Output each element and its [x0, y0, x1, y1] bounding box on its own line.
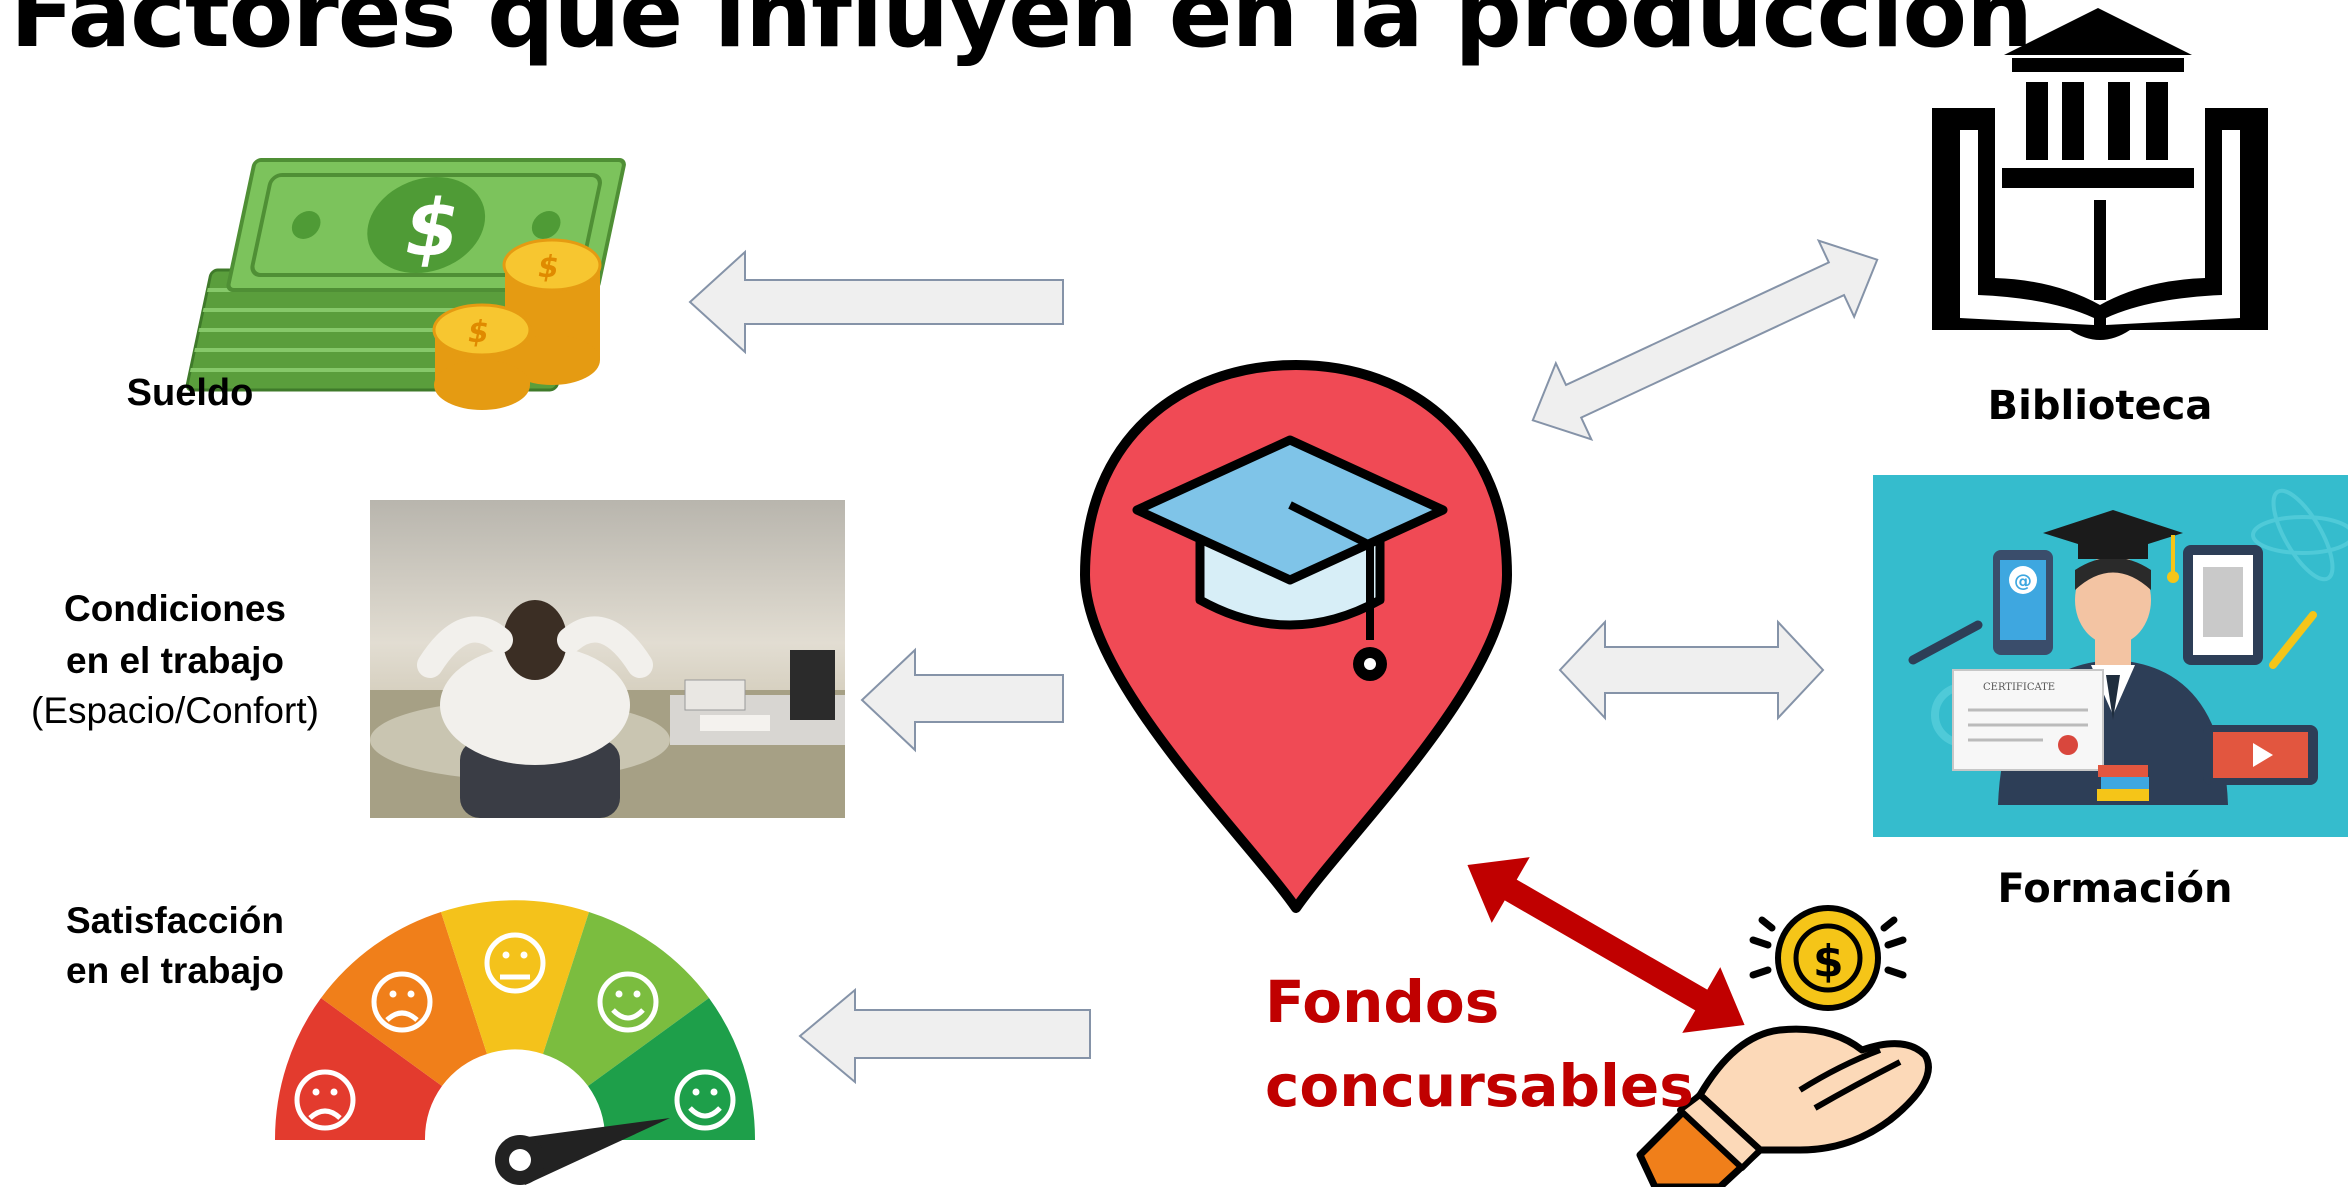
library-icon — [1932, 8, 2268, 340]
double-arrow-formacion — [1558, 619, 1825, 721]
svg-text:$: $ — [538, 250, 559, 285]
label-condiciones-line2: en el trabajo — [66, 640, 284, 681]
label-condiciones-line3: (Espacio/Confort) — [31, 690, 319, 731]
arrow-to-satisfaccion — [798, 987, 1091, 1085]
label-satisfaccion-line1: Satisfacción — [66, 900, 284, 941]
label-fondos-line1: Fondos — [1265, 968, 1500, 1036]
label-satisfaccion-line2: en el trabajo — [66, 950, 284, 991]
label-condiciones-line1: Condiciones — [63, 588, 287, 629]
satisfaction-gauge-icon — [274, 900, 756, 1185]
arrow-to-condiciones — [860, 647, 1064, 753]
label-sueldo: Sueldo — [126, 372, 254, 414]
label-fondos-line2: concursables — [1265, 1052, 1694, 1120]
certificate-label: CERTIFICATE — [1983, 682, 2055, 693]
page-title: Factores que influyen en la producción — [10, 0, 2033, 69]
svg-text:$: $ — [405, 184, 459, 274]
hand-coin-icon: $ — [1636, 905, 1932, 1187]
svg-text:$: $ — [1813, 936, 1844, 987]
education-illustration: @ CERTIFICATE — [1873, 475, 2348, 837]
graduation-pin-icon — [1080, 360, 1512, 913]
arrow-to-sueldo — [688, 249, 1064, 355]
double-arrow-fondos — [1467, 857, 1745, 1033]
svg-text:$: $ — [468, 315, 489, 350]
label-formacion: Formación — [1997, 866, 2233, 912]
office-photo — [370, 500, 845, 818]
label-fondos-concursables: Fondos concursables — [1265, 960, 1694, 1128]
label-biblioteca: Biblioteca — [1987, 383, 2213, 429]
double-arrow-biblioteca — [1531, 238, 1879, 442]
svg-text:@: @ — [2014, 571, 2032, 592]
money-icon: $ $ $ — [185, 158, 626, 410]
